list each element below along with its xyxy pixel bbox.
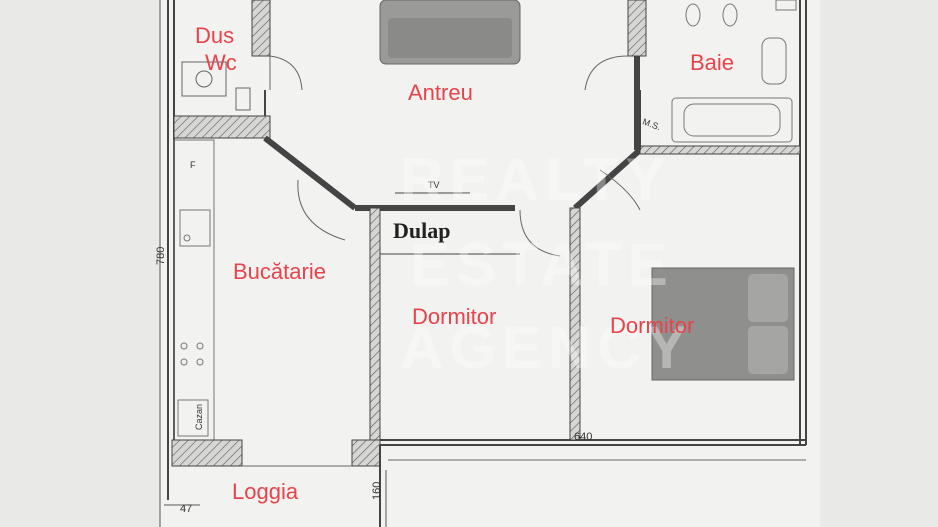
room-label-dulap: Dulap xyxy=(393,218,450,243)
svg-text:ESTATE: ESTATE xyxy=(410,231,674,298)
baie-fixtures xyxy=(671,0,797,143)
fridge-label: F xyxy=(190,160,196,170)
kitchen-door xyxy=(297,179,346,241)
sofa-icon xyxy=(379,0,521,65)
room-label-baie: Baie xyxy=(690,50,734,75)
antreu-door xyxy=(584,55,629,91)
agency-watermark: REALTY ESTATE AGENCY xyxy=(400,146,693,381)
right-bedroom-door xyxy=(599,169,641,211)
room-label-dus: Dus xyxy=(195,23,234,48)
dimension-lines xyxy=(159,0,387,527)
dimension-780: 780 xyxy=(155,247,167,265)
wc-fixtures xyxy=(181,61,251,111)
svg-text:TV: TV xyxy=(428,180,440,190)
wc-walls xyxy=(173,0,303,139)
bedroom-door xyxy=(519,209,561,257)
dimension-47: 47 xyxy=(180,503,192,515)
room-label-antreu: Antreu xyxy=(408,80,473,105)
room-label-wc: Wc xyxy=(205,50,237,75)
baie-walls xyxy=(639,90,801,155)
loggia-walls xyxy=(171,439,806,527)
room-label-loggia: Loggia xyxy=(232,479,299,504)
room-label-dormitor-right: Dormitor xyxy=(610,313,694,338)
antreu-wall-upper-right xyxy=(627,0,647,57)
room-label-bucatarie: Bucătarie xyxy=(233,259,326,284)
tv-icon: TV xyxy=(395,180,470,194)
svg-text:AGENCY: AGENCY xyxy=(400,314,693,381)
cazan-label: Cazan xyxy=(194,404,204,430)
dimension-160: 160 xyxy=(371,482,383,500)
bed-icon xyxy=(651,267,795,381)
room-label-dormitor-center: Dormitor xyxy=(412,304,496,329)
svg-text:REALTY: REALTY xyxy=(400,146,672,213)
dimension-640: 640 xyxy=(574,431,592,443)
